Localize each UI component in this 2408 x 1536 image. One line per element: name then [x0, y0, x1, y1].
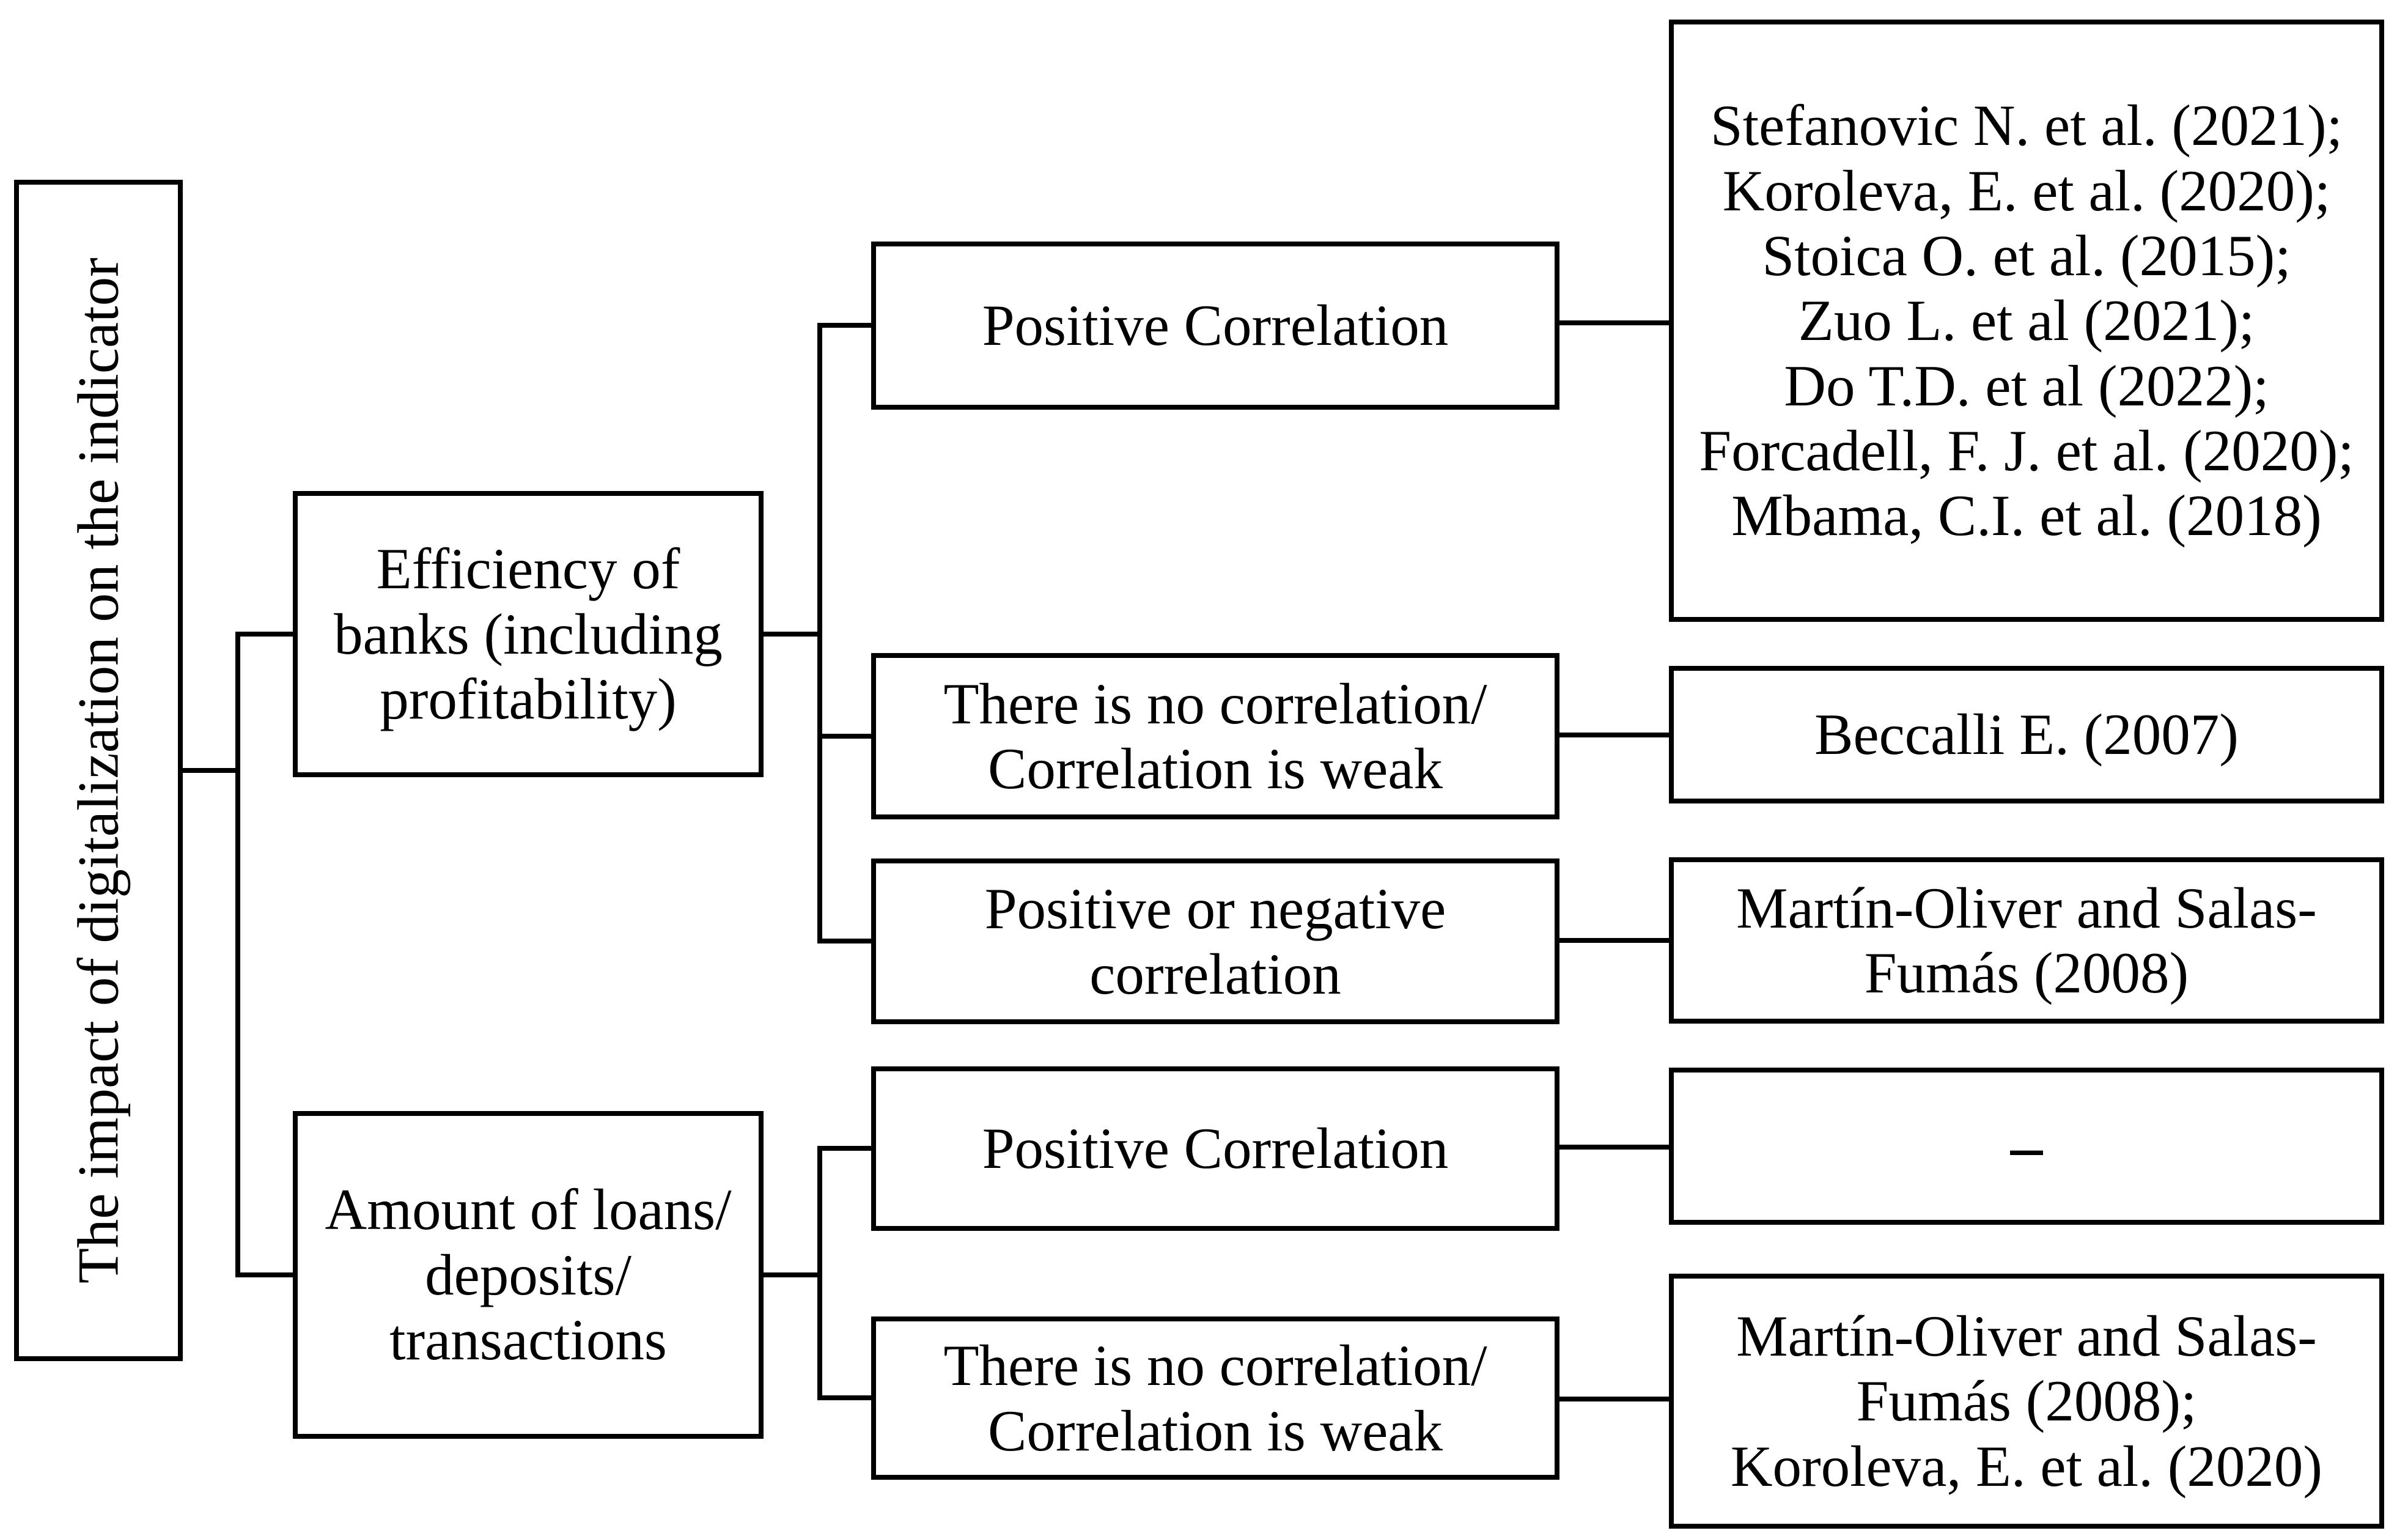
outcome-label: There is no correlation/ Correlation is …: [943, 1333, 1487, 1463]
outcome-label: There is no correlation/ Correlation is …: [943, 671, 1487, 801]
connector-outcome2-to-sources2: [1559, 733, 1669, 737]
connector-junction-to-amount: [235, 1272, 293, 1277]
root-node-label: The impact of digitalization on the indi…: [65, 257, 131, 1283]
root-node: The impact of digitalization on the indi…: [14, 180, 183, 1361]
connector-outcome5-to-sources5: [1559, 1397, 1669, 1401]
connector-root-to-junction: [183, 768, 238, 773]
connector-to-positive-or-negative: [817, 939, 871, 943]
outcome-node-no-correlation-loans: There is no correlation/ Correlation is …: [871, 1316, 1559, 1480]
outcome-node-positive-or-negative-efficiency: Positive or negative correlation: [871, 858, 1559, 1024]
connector-to-positive-correlation-2: [817, 1146, 871, 1151]
outcome-label: Positive Correlation: [982, 1116, 1449, 1181]
sources-node-positive-correlation-loans-empty: –: [1669, 1068, 2384, 1225]
outcome-label: Positive Correlation: [982, 293, 1449, 358]
sources-text: Stefanovic N. et al. (2021); Koroleva, E…: [1699, 93, 2354, 548]
connector-outcome3-to-sources3: [1559, 938, 1669, 943]
category-label: Amount of loans/ deposits/ transactions: [325, 1177, 732, 1373]
connector-to-positive-correlation-1: [817, 323, 871, 328]
connector-junction-efficiency-vertical: [817, 323, 822, 943]
sources-text: Beccalli E. (2007): [1814, 702, 2239, 767]
sources-node-no-correlation-loans: Martín-Oliver and Salas- Fumás (2008); K…: [1669, 1274, 2384, 1529]
connector-junction-root-vertical: [235, 632, 240, 1277]
connector-to-no-correlation-2: [817, 1395, 871, 1400]
sources-text: Martín-Oliver and Salas- Fumás (2008): [1736, 875, 2317, 1005]
sources-text: Martín-Oliver and Salas- Fumás (2008); K…: [1730, 1303, 2323, 1499]
connector-outcome4-to-sources4: [1559, 1145, 1669, 1150]
outcome-node-positive-correlation-loans: Positive Correlation: [871, 1066, 1559, 1231]
outcome-label: Positive or negative correlation: [984, 876, 1446, 1006]
sources-node-positive-or-negative-efficiency: Martín-Oliver and Salas- Fumás (2008): [1669, 857, 2384, 1024]
connector-efficiency-to-junction: [764, 632, 822, 637]
category-node-amount-of-loans: Amount of loans/ deposits/ transactions: [293, 1111, 764, 1439]
connector-to-no-correlation-1: [817, 734, 871, 739]
connector-outcome1-to-sources1: [1559, 320, 1669, 325]
connector-junction-to-efficiency: [235, 632, 293, 637]
outcome-node-positive-correlation-efficiency: Positive Correlation: [871, 242, 1559, 410]
sources-node-positive-correlation-efficiency: Stefanovic N. et al. (2021); Koroleva, E…: [1669, 20, 2384, 622]
sources-node-no-correlation-efficiency: Beccalli E. (2007): [1669, 666, 2384, 803]
connector-amount-to-junction: [764, 1272, 822, 1277]
category-label: Efficiency of banks (including profitabi…: [334, 536, 723, 732]
outcome-node-no-correlation-efficiency: There is no correlation/ Correlation is …: [871, 653, 1559, 819]
connector-junction-amount-vertical: [817, 1146, 822, 1400]
category-node-efficiency-of-banks: Efficiency of banks (including profitabi…: [293, 491, 764, 777]
no-sources-dash: –: [2010, 1110, 2043, 1182]
